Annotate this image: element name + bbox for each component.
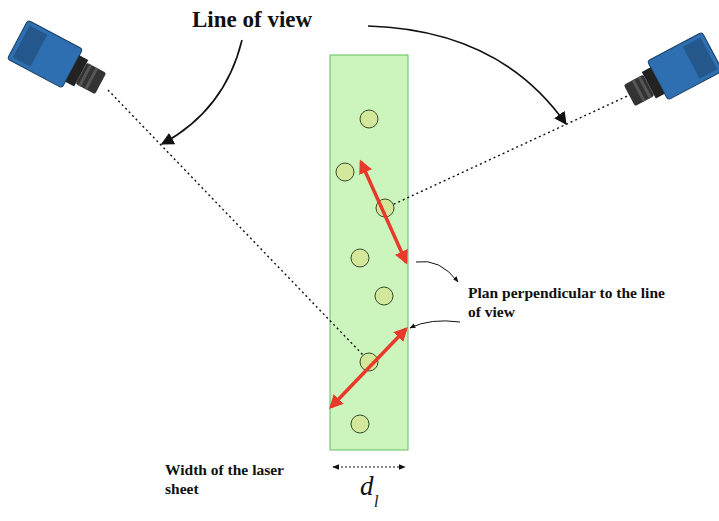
camera [7,20,111,103]
line-of-view [392,92,636,205]
callout-label: Plan perpendicular to the line of view [468,283,668,322]
dimension-subscript: l [374,492,378,512]
perpendicular-arrow [331,329,406,407]
pointer-arrow [368,26,566,124]
laser-sheet [330,55,408,450]
dimension-symbol: d [360,470,374,504]
title-label: Line of view [192,6,312,35]
leader-arrow [416,261,458,282]
dimension-arrow [333,466,405,467]
leader-arrow [410,321,460,328]
perpendicular-arrow [361,162,406,262]
dimension-caption: Width of the laser sheet [165,460,285,499]
particles [336,110,394,433]
pointer-arrow [162,40,242,144]
line-of-view [108,90,364,356]
camera [619,32,719,115]
